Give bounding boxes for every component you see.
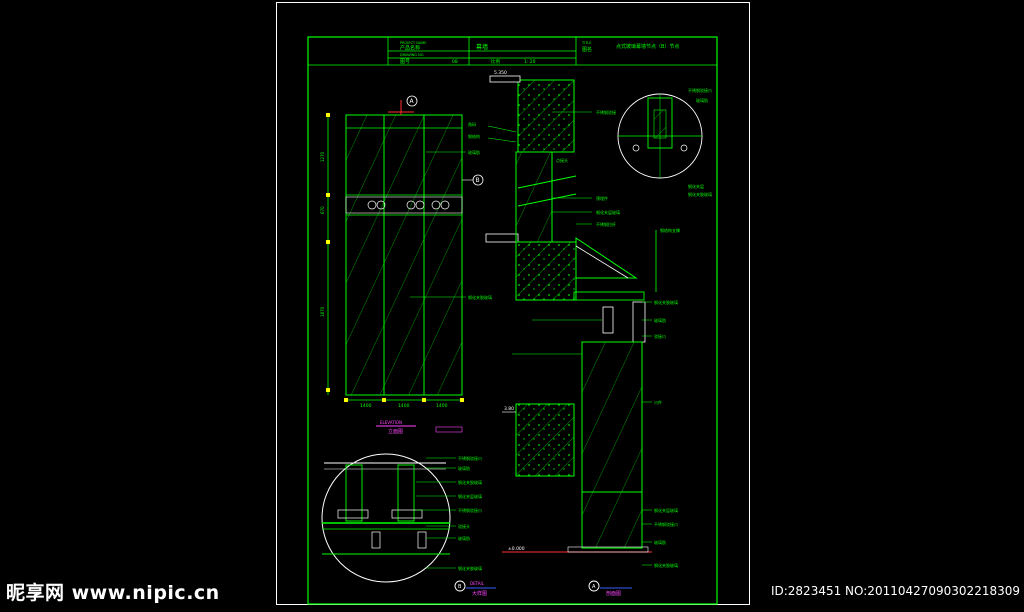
watermark-id: ID:2823451 NO:20110427090302218309 [770, 584, 1020, 598]
section-label-7: 不锈钢拉杆 [596, 221, 616, 227]
section-label-5: 预埋件 [596, 195, 608, 201]
elevation-caption: ELEVATION 立面图 [376, 420, 463, 435]
caption-b-label: DETAIL [470, 581, 485, 586]
elevation-caption-label: ELEVATION [380, 420, 402, 425]
elevation-view [326, 95, 484, 402]
section-label-11: 驳接爪 [654, 333, 666, 339]
section-label-1: 角码 [468, 121, 476, 127]
section-label-4: 点接头 [556, 157, 568, 163]
section-level-top: 5.350 [494, 70, 507, 76]
elevation-height-1: 1270 [320, 151, 325, 162]
section-label-14: 不锈钢驳接爪 [654, 521, 678, 527]
title-scale-label: 比例 [491, 58, 500, 65]
detail-b-label-7: 玻璃肋 [458, 535, 470, 541]
elevation-callout-b: B [476, 177, 480, 184]
elevation-caption-name: 立面图 [388, 428, 403, 435]
elevation-height-3: 1870 [320, 306, 325, 317]
caption-a-name: 剖面图 [606, 590, 621, 597]
watermark-logo: 昵享网 www.nipic.cn [6, 582, 220, 604]
title-drawing-no: 图号 [400, 59, 410, 65]
detail-b-view [321, 453, 456, 583]
title-num: 08 [452, 59, 458, 65]
section-detail-label-4: 钢化夹胶玻璃 [688, 191, 712, 197]
caption-b-name: 大样图 [472, 590, 487, 597]
title-project-name: 产品名称 [400, 45, 420, 52]
elevation-width-1: 1400 [360, 403, 372, 409]
section-label-13: 钢化夹层玻璃 [654, 507, 678, 513]
title-scale: 1: 20 [524, 59, 536, 65]
section-level-bottom: ±0.000 [508, 546, 525, 552]
caption-section-a: A 剖面图 [588, 580, 632, 597]
caption-detail-b: B DETAIL 大样图 [454, 580, 496, 597]
cad-drawing-sheet: PROJECT NAME 产品名称 DRAWING NO. 图号 幕墙 08 比… [276, 2, 750, 605]
elevation-label-rib: 玻璃肋 [468, 149, 480, 155]
section-label-10: 玻璃肋 [654, 317, 666, 323]
section-level-mid: 3.80 [504, 406, 514, 412]
elevation-height-2: 670 [320, 206, 325, 214]
caption-b-marker: B [458, 584, 462, 590]
title-title-short: 图名 [582, 46, 592, 53]
section-label-12: 爪件 [654, 399, 662, 405]
elevation-width-2: 1400 [398, 403, 410, 409]
section-detail-label-3: 钢化夹层 [688, 183, 704, 189]
elevation-width-3: 1400 [436, 403, 448, 409]
section-label-6: 钢化夹层玻璃 [596, 209, 620, 215]
detail-b-label-8: 钢化夹胶玻璃 [458, 565, 482, 571]
sheet-inner-frame [307, 36, 718, 605]
section-detail-label-1: 不锈钢驳接爪 [688, 87, 712, 93]
section-label-16: 钢化夹胶玻璃 [654, 562, 678, 568]
title-drawing-no-label: DRAWING NO. [400, 53, 424, 57]
title-block [308, 37, 717, 66]
detail-b-label-3: 钢化夹胶玻璃 [458, 479, 482, 485]
title-project-label: PROJECT NAME [400, 41, 426, 45]
section-detail-label-2: 玻璃肋 [696, 97, 708, 103]
detail-b-label-2: 玻璃肋 [458, 465, 470, 471]
detail-b-label-1: 不锈钢驳接爪 [458, 455, 482, 461]
elevation-callout-a: A [410, 98, 415, 105]
title-title: 点式玻璃幕墙节点（B）节点 [616, 43, 679, 50]
detail-b-label-5: 不锈钢驳接爪 [458, 507, 482, 513]
caption-a-marker: A [592, 584, 596, 590]
section-label-3: 不锈钢驳接 [596, 109, 616, 115]
section-view [485, 75, 703, 566]
title-title-label: TITLE [581, 41, 591, 45]
elevation-label-glass: 钢化夹胶玻璃 [468, 294, 492, 300]
section-label-15: 玻璃肋 [654, 539, 666, 545]
detail-b-label-4: 钢化夹层玻璃 [458, 493, 482, 499]
section-label-8: 钢结构支撑 [660, 227, 680, 233]
section-label-2: 钢结构 [468, 133, 480, 139]
title-center: 幕墙 [476, 43, 488, 51]
section-label-9: 钢化夹胶玻璃 [654, 299, 678, 305]
detail-b-label-6: 驳接头 [458, 523, 470, 529]
